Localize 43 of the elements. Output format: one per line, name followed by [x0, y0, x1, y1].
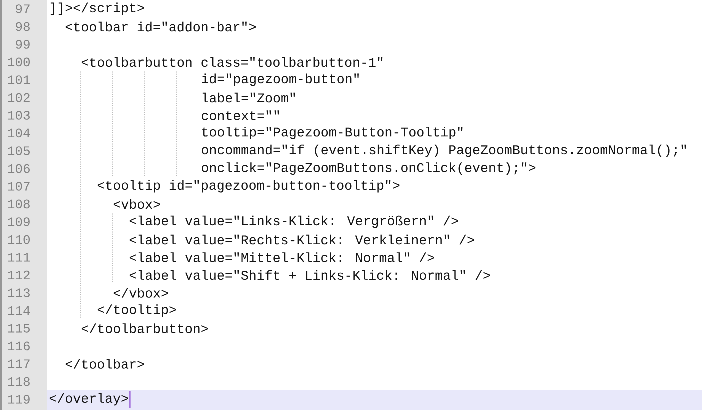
line-number: 99 [16, 40, 30, 49]
code-line: <toolbarbutton class="toolbarbutton-1" [82, 57, 383, 68]
code-line: <label value="Mittel-Klick: Normal" /> [130, 252, 434, 262]
code-line: context="" [202, 110, 280, 120]
line-number: 107 [8, 182, 30, 191]
line-number: 114 [8, 306, 30, 316]
line-number: 98 [16, 22, 30, 32]
code-line: </toolbarbutton> [82, 324, 208, 334]
line-number: 104 [8, 128, 30, 138]
line-number: 106 [8, 164, 30, 174]
line-number: 113 [8, 288, 30, 298]
code-line: </overlay> [50, 393, 128, 406]
line-number: 100 [8, 58, 30, 67]
code-line: <toolbar id="addon-bar"> [66, 22, 256, 32]
line-number: 112 [8, 270, 30, 280]
code-line: onclick="PageZoomButtons.onClick(event);"> [202, 162, 536, 175]
line-number: 119 [8, 395, 30, 404]
line-number: 110 [8, 235, 30, 244]
line-number: 97 [16, 4, 30, 14]
code-line: <label value="Rechts-Klick: Verkleinern" /> [130, 234, 474, 245]
code-line: ]]></script> [50, 2, 144, 16]
line-number: 118 [8, 377, 30, 386]
code-line: id="pagezoom-button" [202, 74, 359, 86]
line-number: 101 [8, 76, 30, 84]
code-line: <label value="Links-Klick: Vergrößern" /> [130, 216, 458, 228]
code-line: </tooltip> [98, 304, 176, 317]
code-line: <tooltip id="pagezoom-button-tooltip"> [98, 180, 400, 193]
code-line: oncommand="if (event.shiftKey) PageZoomButtons.zoomNormal();" [202, 144, 686, 158]
line-number: 111 [8, 253, 30, 262]
code-line: </vbox> [114, 288, 168, 298]
line-number: 117 [8, 360, 30, 368]
line-number: 116 [8, 342, 30, 351]
line-number: 115 [8, 324, 30, 333]
code-line: tooltip="Pagezoom-Button-Tooltip" [202, 127, 463, 140]
code-line: label="Zoom" [202, 92, 296, 103]
code-line: </toolbar> [66, 359, 144, 369]
line-number: 102 [8, 93, 30, 102]
line-number: 109 [8, 218, 30, 226]
line-number: 105 [8, 146, 30, 156]
line-number: 103 [8, 111, 30, 120]
code-line: <vbox> [114, 199, 160, 210]
line-number: 108 [8, 200, 30, 209]
code-line: <label value="Shift + Links-Klick: Normal" /> [130, 270, 490, 280]
